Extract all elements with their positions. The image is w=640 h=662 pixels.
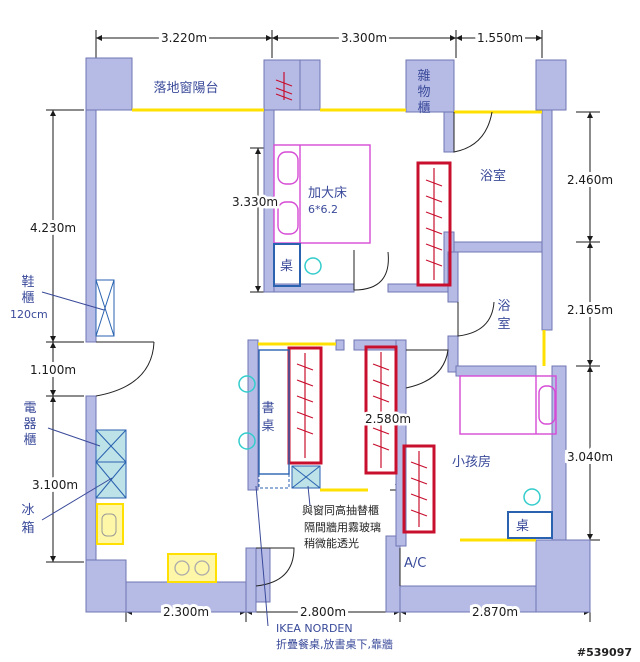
dimension-arrows: [50, 35, 593, 615]
dim-bottom-3: 2.870m: [472, 605, 518, 619]
shoe-cabinet-vertical-label: 鞋櫃: [21, 274, 34, 306]
stool-study1-icon: [238, 375, 256, 393]
wardrobe-hangers: [275, 72, 443, 527]
note-line-1: 與窗同高抽替櫃: [302, 503, 379, 517]
ikea-desc: 折疊餐桌,放書桌下,靠牆: [276, 637, 393, 651]
v-appl-text: 電器櫃: [23, 401, 36, 448]
dim-top-2: 3.300m: [341, 31, 387, 45]
ac-label: A/C: [404, 556, 426, 571]
leader-lines: [41, 291, 311, 627]
windows: [132, 108, 546, 542]
v-study-text: 書桌: [261, 401, 274, 434]
master-bed: [273, 144, 371, 244]
appliance-cabinet: [95, 429, 127, 463]
v-bath2-text: 浴室: [497, 299, 510, 332]
dim-left-3: 3.100m: [32, 478, 78, 492]
fridge-vertical-label: 冰箱: [21, 503, 34, 536]
sink-counter: [96, 503, 124, 545]
note-line-3: 稍微能透光: [304, 536, 359, 550]
desk1-label: 桌: [280, 259, 293, 274]
wardrobes: [287, 161, 452, 534]
bed-size-label: 6*6.2: [308, 203, 338, 216]
desk-child: [507, 511, 553, 539]
dim-top-1: 3.220m: [161, 31, 207, 45]
storage-vertical-label: 雜物櫃: [417, 69, 430, 116]
watermark: #539097: [577, 646, 632, 659]
ikea-title: IKEA NORDEN: [276, 622, 353, 635]
stove: [167, 553, 217, 583]
shoe-size-label: 120cm: [10, 308, 48, 321]
bath1-label: 浴室: [480, 168, 506, 184]
drawer-cabinet: [291, 465, 321, 489]
doors: [95, 111, 495, 587]
v-fridge-text: 冰箱: [21, 503, 34, 536]
stool-master-icon: [304, 257, 322, 275]
child-bed: [459, 375, 557, 435]
bath2-vertical-label: 浴室: [497, 299, 510, 332]
desk2-label: 桌: [516, 519, 529, 534]
stool-child-icon: [523, 488, 541, 506]
dim-right-2: 2.165m: [567, 303, 613, 317]
v-storage-text: 雜物櫃: [417, 69, 430, 116]
dim-inner-child: 2.580m: [365, 412, 411, 426]
folding-table: [258, 473, 290, 489]
dim-right-1: 2.460m: [567, 173, 613, 187]
child-room-label: 小孩房: [452, 454, 491, 470]
study-desk-vertical-label: 書桌: [261, 401, 274, 434]
balcony-label: 落地窗陽台: [153, 80, 218, 96]
desk-master: [273, 243, 301, 287]
fridge: [95, 461, 127, 499]
dim-inner-master: 3.330m: [232, 195, 278, 209]
sink-icon: [101, 513, 117, 537]
dim-left-1: 4.230m: [30, 221, 76, 235]
bed-large-label: 加大床: [308, 186, 347, 201]
appliance-vertical-label: 電器櫃: [23, 401, 36, 448]
dim-bottom-1: 2.300m: [163, 605, 209, 619]
dim-left-2: 1.100m: [30, 363, 76, 377]
dim-top-3: 1.550m: [477, 31, 523, 45]
stool-study2-icon: [238, 432, 256, 450]
dim-right-3: 3.040m: [567, 450, 613, 464]
note-line-2: 隔間牆用霧玻璃: [304, 520, 381, 534]
v-shoe-text: 鞋櫃: [21, 274, 34, 306]
dim-bottom-2: 2.800m: [300, 605, 346, 619]
